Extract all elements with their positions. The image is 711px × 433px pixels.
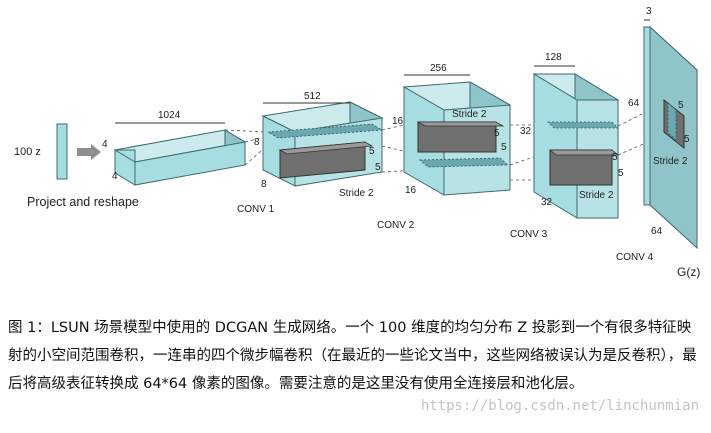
conv2-kernel-b: 5 [501,142,507,153]
conv2-dim-a: 16 [392,116,404,127]
output-label: G(z) [677,265,700,279]
conv3-dim-a: 32 [520,126,532,137]
conv1-channels: 512 [304,91,321,102]
conv1-feature-map [261,101,384,187]
conv3-stride: Stride 2 [579,190,614,201]
block0-side-b: 4 [112,171,118,182]
conv4-kernel-b: 5 [684,134,690,145]
conv4-dim-b: 64 [651,226,663,237]
input-label: 100 z [14,146,41,158]
block0-side-a: 4 [102,139,108,150]
conv3-input-slice [547,121,619,129]
conv3-channels: 128 [545,52,562,63]
conv4-stride: Stride 2 [653,156,688,167]
input-vector-z [56,123,68,180]
conv2-name: CONV 2 [377,220,415,231]
figure-caption: 图 1：LSUN 场景模型中使用的 DCGAN 生成网络。一个 100 维度的均… [8,320,697,392]
conv3-feature-map [532,73,620,219]
conv4-name: CONV 4 [616,252,654,263]
conv2-stride: Stride 2 [452,109,487,120]
conv2-kernel-block [417,121,497,153]
conv4-dim-a: 64 [628,98,640,109]
watermark: https://blog.csdn.net/linchunmian [420,398,699,414]
conv3-kernel-a: 5 [612,152,618,163]
conv1-name: CONV 1 [237,204,275,215]
conv1-input-slice [266,123,384,139]
conv1-kernel-b: 5 [375,162,381,173]
project-label: Project and reshape [27,195,139,209]
dcgan-architecture-diagram: 100 z Project and reshape 1024 4 4 512 8… [14,6,700,279]
conv1-dim-b: 8 [261,179,267,190]
conv2-feature-map [402,81,512,196]
conv2-dim-b: 16 [405,185,417,196]
conv1-dim-a: 8 [254,137,260,148]
conv2-kernel-a: 5 [494,128,500,139]
project-arrow-icon [77,144,101,160]
conv1-kernel-a: 5 [369,146,375,157]
block0-channels: 1024 [158,110,181,121]
conv2-input-slice [418,157,510,168]
conv1-stride: Stride 2 [339,188,374,199]
conv4-output-image [642,25,699,250]
conv3-kernel-b: 5 [618,168,624,179]
block0-feature-map [113,129,247,186]
conv3-name: CONV 3 [510,229,548,240]
conv4-channels: 3 [646,6,652,17]
conv3-dim-b: 32 [541,197,553,208]
conv2-channels: 256 [430,63,447,74]
conv4-kernel-a: 5 [678,100,684,111]
